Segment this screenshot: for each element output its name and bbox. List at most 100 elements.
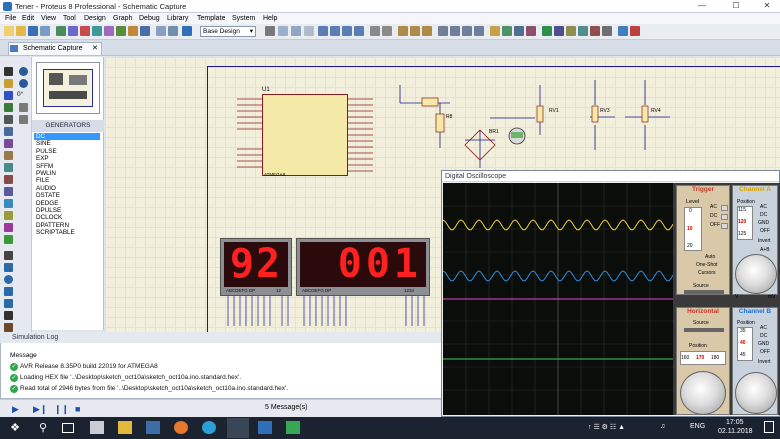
- menu-system[interactable]: System: [232, 15, 256, 22]
- cursors-label[interactable]: Cursors: [698, 270, 716, 276]
- trigger-source-slider[interactable]: [684, 290, 724, 294]
- channel-a-dc[interactable]: DC: [760, 212, 768, 218]
- generator-item[interactable]: DEDGE: [36, 199, 59, 207]
- paste-icon[interactable]: [422, 26, 432, 36]
- tab-schematic-capture[interactable]: Schematic Capture ✕: [8, 42, 102, 55]
- pcb-icon[interactable]: [80, 26, 90, 36]
- menu-view[interactable]: View: [41, 15, 57, 22]
- pick-parts-icon[interactable]: [490, 26, 500, 36]
- generator-mode-icon[interactable]: [4, 199, 13, 208]
- clock-date[interactable]: 02.11.2018: [718, 428, 753, 435]
- netlist-icon[interactable]: [618, 26, 628, 36]
- save-icon[interactable]: [28, 26, 38, 36]
- new-file-icon[interactable]: [4, 26, 14, 36]
- gerber-icon[interactable]: [104, 26, 114, 36]
- u1-atmega8-chip[interactable]: [262, 94, 348, 176]
- menu-template[interactable]: Template: [197, 15, 226, 22]
- tape-recorder-icon[interactable]: [4, 187, 13, 196]
- remove-sheet-icon[interactable]: [590, 26, 600, 36]
- make-device-icon[interactable]: [502, 26, 512, 36]
- undo-icon[interactable]: [370, 26, 380, 36]
- rotate-clockwise-icon[interactable]: [19, 67, 28, 76]
- trigger-dc-toggle[interactable]: [721, 214, 728, 220]
- copy-icon[interactable]: [410, 26, 420, 36]
- play-icon[interactable]: ▶: [12, 404, 19, 414]
- generator-item[interactable]: DCLOCK: [36, 214, 63, 222]
- channel-b-ac[interactable]: AC: [760, 325, 767, 331]
- channel-a-plus-b[interactable]: A+B: [760, 247, 770, 253]
- menu-graph[interactable]: Graph: [113, 15, 133, 22]
- 3d-viewer-icon[interactable]: [92, 26, 102, 36]
- level-scale[interactable]: [684, 207, 702, 251]
- one-shot-label[interactable]: One-Shot: [696, 262, 718, 268]
- trigger-ac[interactable]: AC: [710, 204, 717, 210]
- graph-mode-icon[interactable]: [4, 175, 13, 184]
- channel-a-position-scale[interactable]: [737, 206, 753, 240]
- menu-library[interactable]: Library: [167, 15, 189, 22]
- source-code-icon[interactable]: [140, 26, 150, 36]
- channel-a-invert[interactable]: Invert: [758, 238, 771, 244]
- generator-item[interactable]: EXP: [36, 155, 49, 163]
- channel-a-off[interactable]: OFF: [760, 228, 770, 234]
- generator-item[interactable]: DPATTERN: [36, 221, 69, 229]
- 2d-arc-icon[interactable]: [4, 287, 13, 296]
- generator-item[interactable]: SINE: [36, 140, 51, 148]
- buses-icon[interactable]: [4, 127, 13, 136]
- toggle-grid-icon[interactable]: [278, 26, 288, 36]
- library-icon[interactable]: [156, 26, 166, 36]
- open-folder-icon[interactable]: [16, 26, 26, 36]
- channel-a-volts-knob[interactable]: [735, 254, 777, 294]
- refresh-icon[interactable]: [265, 26, 275, 36]
- packaging-tool-icon[interactable]: [514, 26, 524, 36]
- help-icon[interactable]: [182, 26, 192, 36]
- trigger-off[interactable]: OFF: [710, 222, 720, 228]
- pan-icon[interactable]: [304, 26, 314, 36]
- file-explorer-icon[interactable]: [118, 421, 132, 434]
- volume-icon[interactable]: ♫: [660, 423, 666, 430]
- clock-time[interactable]: 17:05: [726, 419, 744, 426]
- voltage-probe-icon[interactable]: [4, 211, 13, 220]
- generator-item[interactable]: SFFM: [36, 162, 54, 170]
- component-mode-icon[interactable]: [4, 79, 13, 88]
- virtual-instruments-icon[interactable]: [4, 235, 13, 244]
- channel-a-ac[interactable]: AC: [760, 204, 767, 210]
- firefox-icon[interactable]: [174, 421, 188, 434]
- zoom-all-icon[interactable]: [342, 26, 352, 36]
- terminals-icon[interactable]: [4, 151, 13, 160]
- menu-edit[interactable]: Edit: [22, 15, 35, 22]
- 2d-path-icon[interactable]: [4, 299, 13, 308]
- app-icon[interactable]: [258, 421, 272, 434]
- zoom-out-icon[interactable]: [330, 26, 340, 36]
- cut-icon[interactable]: [398, 26, 408, 36]
- 2d-circle-icon[interactable]: [4, 275, 13, 284]
- proteus-taskbar-icon[interactable]: [227, 418, 249, 438]
- channel-b-position-scale[interactable]: [737, 327, 753, 361]
- trigger-ac-toggle[interactable]: [721, 205, 728, 211]
- channel-b-off[interactable]: OFF: [760, 349, 770, 355]
- zoom-in-icon[interactable]: [318, 26, 328, 36]
- schematic-icon[interactable]: [68, 26, 78, 36]
- message-count[interactable]: 5 Message(s): [265, 404, 308, 411]
- 2d-line-icon[interactable]: [4, 251, 13, 260]
- close-project-icon[interactable]: [40, 26, 50, 36]
- property-assign-icon[interactable]: [566, 26, 576, 36]
- trigger-dc[interactable]: DC: [710, 213, 718, 219]
- close-tab-icon[interactable]: ✕: [92, 45, 98, 52]
- search-icon[interactable]: ⚲: [38, 422, 48, 434]
- text-script-icon[interactable]: [4, 115, 13, 124]
- block-rotate-icon[interactable]: [462, 26, 472, 36]
- menu-file[interactable]: File: [5, 15, 17, 22]
- current-probe-icon[interactable]: [4, 223, 13, 232]
- generator-item[interactable]: DPULSE: [36, 207, 62, 214]
- menu-tool[interactable]: Tool: [63, 15, 76, 22]
- 2d-text-icon[interactable]: [4, 311, 13, 320]
- minimize-button[interactable]: —: [698, 1, 706, 10]
- generator-item[interactable]: PWLIN: [36, 170, 56, 177]
- wire-label-icon[interactable]: [4, 103, 13, 112]
- step-icon[interactable]: ▶❙: [33, 404, 48, 414]
- telegram-icon[interactable]: [202, 421, 216, 434]
- menu-help[interactable]: Help: [263, 15, 278, 22]
- 2d-box-icon[interactable]: [4, 263, 13, 272]
- app-icon[interactable]: [286, 421, 300, 434]
- rotate-anticlockwise-icon[interactable]: [19, 79, 28, 88]
